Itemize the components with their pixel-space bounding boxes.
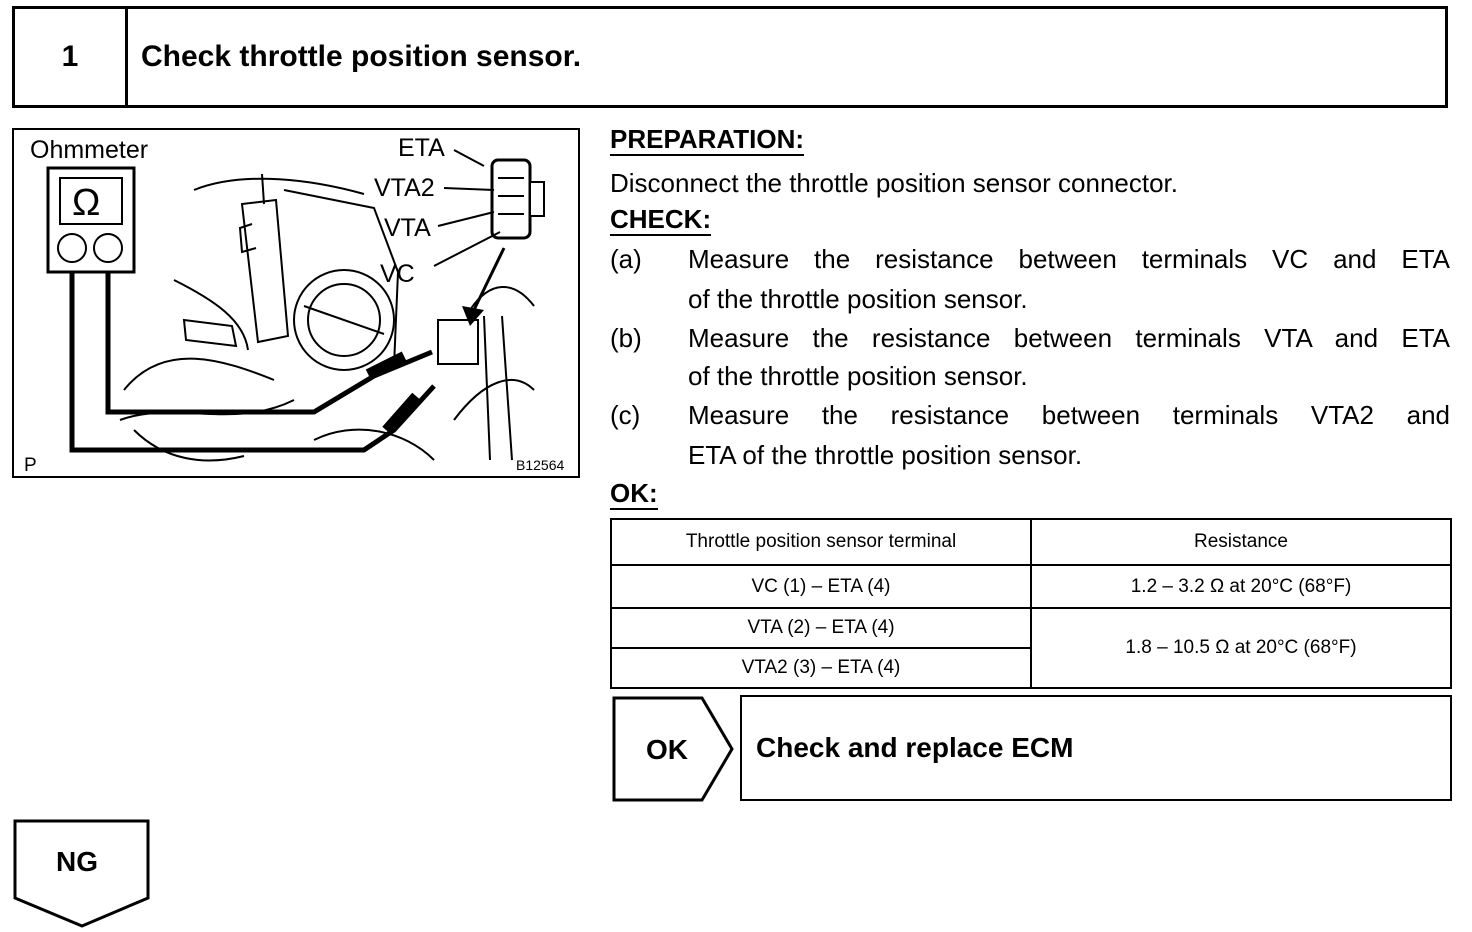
check-item-text: Measure the resistance between terminals…: [688, 323, 1450, 353]
ohmmeter-jack-left: [57, 233, 87, 263]
figure-code: B12564: [516, 457, 565, 473]
terminal-label-vta: VTA: [384, 214, 431, 242]
connector-arrow: [470, 247, 506, 315]
terminal-label-vta2: VTA2: [374, 174, 435, 202]
ok-heading: OK:: [610, 478, 658, 510]
corner-label: P: [24, 455, 37, 476]
omega-icon: Ω: [72, 182, 101, 224]
resistance-spec-table: Throttle position sensor terminal Resist…: [610, 518, 1452, 689]
test-lead-1: [69, 272, 436, 453]
step-number: 1: [15, 9, 128, 105]
check-item-letter: (b): [610, 323, 642, 353]
terminal-cell: VTA (2) – ETA (4): [610, 607, 1032, 649]
ok-result-tab: [612, 696, 734, 802]
terminal-cell: VC (1) – ETA (4): [610, 564, 1032, 609]
probe-tips: [365, 351, 420, 434]
ok-action-box: Check and replace ECM: [740, 695, 1452, 801]
resistance-cell: 1.8 – 10.5 Ω at 20°C (68°F): [1030, 607, 1452, 689]
ohmmeter-jack-right: [93, 233, 123, 263]
preparation-heading: PREPARATION:: [610, 124, 805, 156]
check-item-text: of the throttle position sensor.: [688, 284, 1028, 314]
ok-label: OK: [646, 734, 688, 765]
check-item-letter: (c): [610, 400, 641, 430]
test-lead-2: [105, 272, 433, 415]
check-item-text: Measure the resistance between terminals…: [688, 244, 1450, 274]
ng-label: NG: [56, 846, 98, 877]
harness-connector: [437, 319, 479, 365]
table-row: VTA (2) – ETA (4) 1.8 – 10.5 Ω at 20°C (…: [610, 607, 1452, 689]
table-row: VC (1) – ETA (4) 1.2 – 3.2 Ω at 20°C (68…: [610, 564, 1452, 609]
ohmmeter-label: Ohmmeter: [30, 136, 149, 164]
check-item-text: of the throttle position sensor.: [688, 361, 1028, 391]
terminal-cell: VTA2 (3) – ETA (4): [610, 647, 1032, 689]
resistance-cell: 1.2 – 3.2 Ω at 20°C (68°F): [1030, 564, 1452, 609]
column-header-terminal: Throttle position sensor terminal: [610, 518, 1032, 566]
ohmmeter-display: [59, 177, 123, 225]
preparation-text: Disconnect the throttle position sensor …: [610, 168, 1178, 198]
check-item-text: Measure the resistance between terminals…: [688, 400, 1450, 430]
terminal-label-eta: ETA: [398, 134, 445, 162]
ohmmeter-connection-diagram: [46, 149, 545, 462]
table-header-row: Throttle position sensor terminal Resist…: [610, 518, 1452, 566]
throttle-body-sketch: [119, 173, 535, 462]
check-item-letter: (a): [610, 244, 642, 274]
sensor-illustration: Ohmmeter Ω ETA VTA2 VTA VC P B12564: [12, 128, 580, 478]
step-header: 1 Check throttle position sensor.: [12, 6, 1448, 108]
check-heading: CHECK:: [610, 204, 712, 236]
step-title: Check throttle position sensor.: [141, 40, 582, 73]
check-item-text: ETA of the throttle position sensor.: [688, 440, 1083, 470]
sensor-connector: [490, 158, 532, 240]
column-header-resistance: Resistance: [1030, 518, 1452, 566]
terminal-label-vc: VC: [380, 260, 415, 288]
ng-result-tab: [13, 819, 150, 928]
table-row: VTA2 (3) – ETA (4): [610, 647, 1451, 689]
